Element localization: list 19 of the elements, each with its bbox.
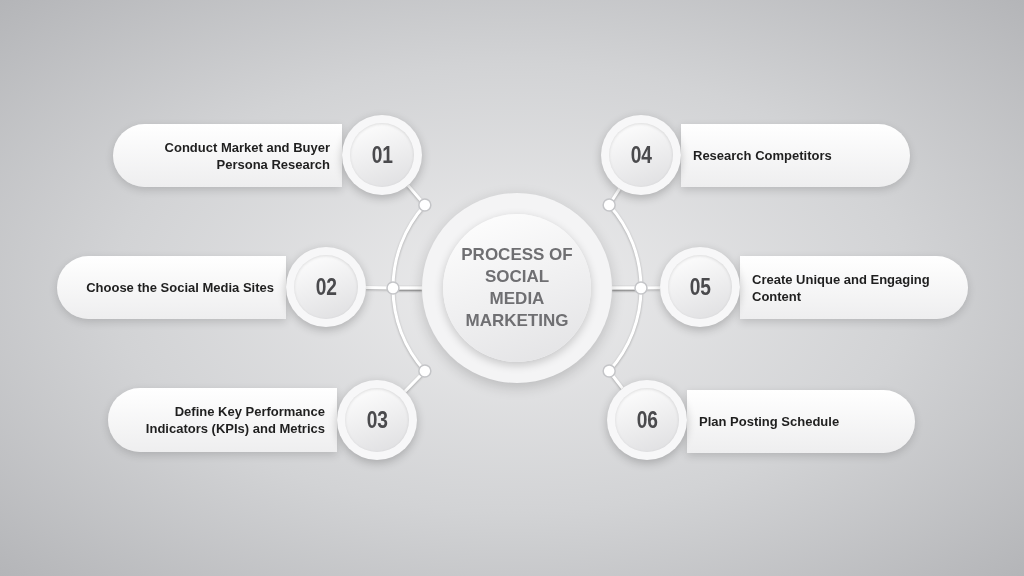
step-label: Conduct Market and Buyer Persona Research (163, 138, 330, 173)
step-number: 04 (630, 140, 652, 170)
step-number: 02 (315, 272, 337, 302)
step-pill (113, 124, 342, 187)
step-number: 01 (371, 140, 393, 170)
step-number: 06 (636, 405, 658, 435)
center-title: PROCESS OF SOCIAL MEDIA MARKETING (460, 244, 574, 332)
step-label: Plan Posting Schedule (699, 413, 840, 430)
step-label: Create Unique and Engaging Content (752, 270, 931, 305)
step-label: Define Key Performance Indicators (KPIs) and Metrics (144, 403, 325, 437)
step-pill (57, 256, 286, 319)
step-number: 05 (689, 272, 711, 302)
step-label: Research Competitors (693, 147, 832, 164)
step-pill (687, 390, 915, 453)
step-pill (108, 388, 337, 452)
step-label: Choose the Social Media Sites (86, 279, 274, 296)
step-pill (681, 124, 910, 187)
step-number: 03 (366, 405, 388, 435)
step-pill (740, 256, 968, 319)
